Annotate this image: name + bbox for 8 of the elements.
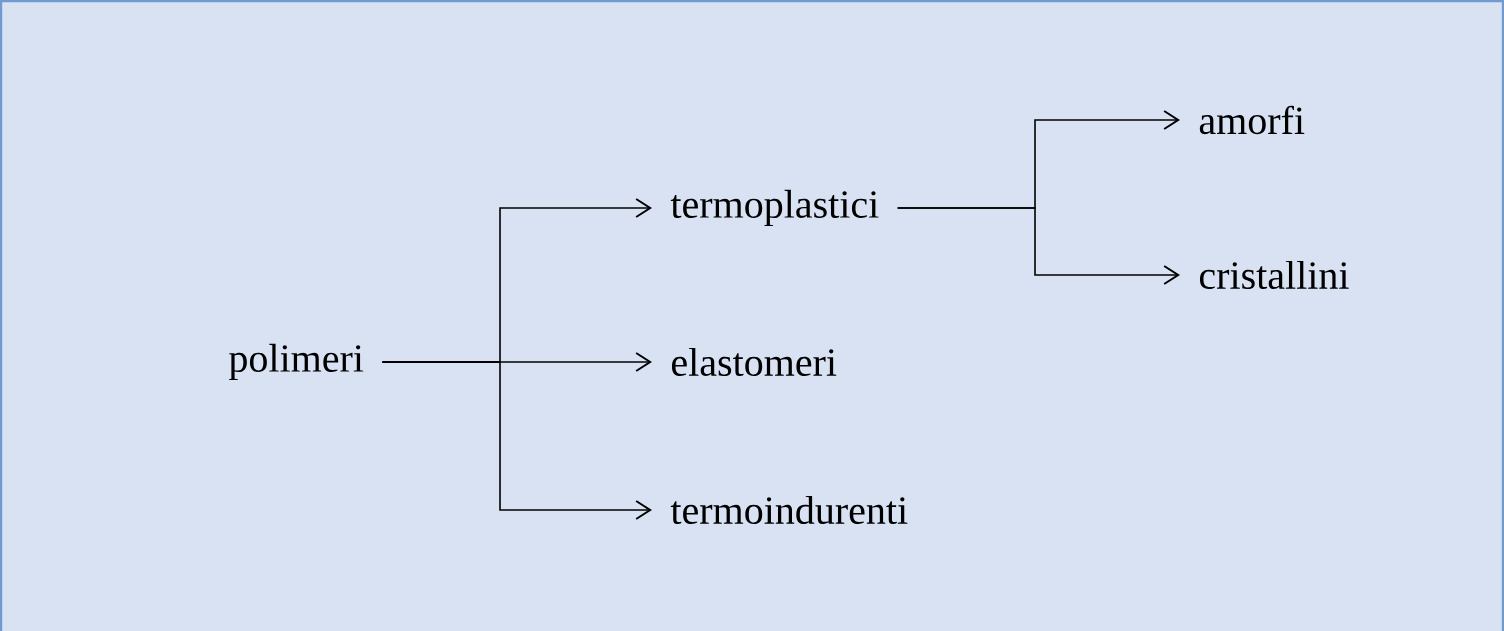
category-label: termoindurenti bbox=[670, 495, 908, 525]
category-label: amorfi bbox=[1199, 105, 1305, 135]
category-label: cristallini bbox=[1199, 260, 1349, 290]
category-label: termoplastici bbox=[670, 189, 879, 227]
arrow bbox=[896, 207, 1180, 285]
category-label: elastomeri bbox=[672, 347, 837, 377]
category-label: polimeri bbox=[229, 343, 364, 381]
arrow bbox=[381, 361, 652, 520]
